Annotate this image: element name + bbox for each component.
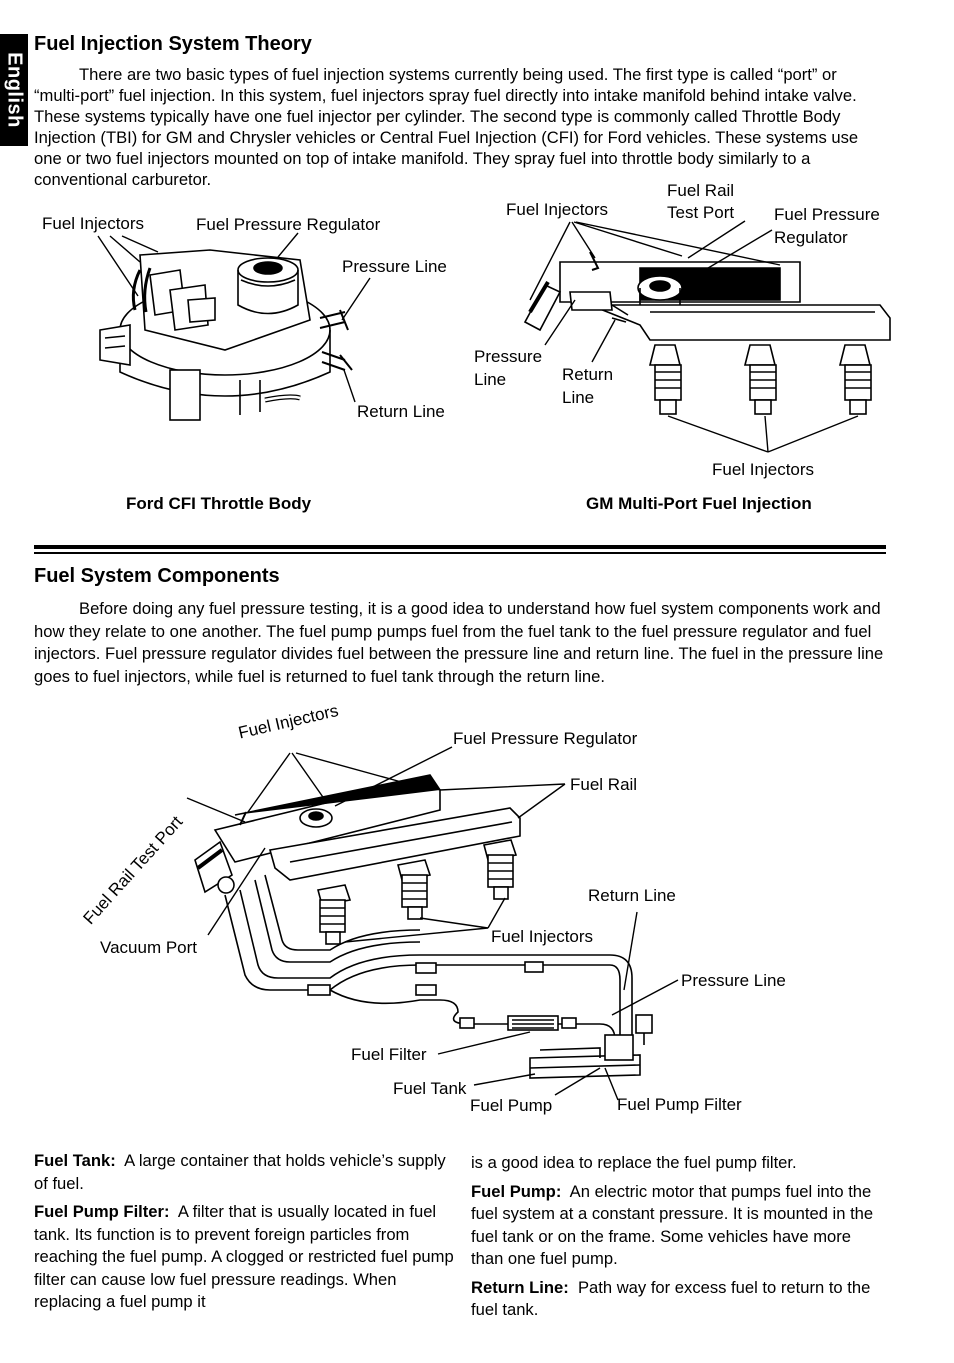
ford-label-fuel-injectors: Fuel Injectors [42, 214, 145, 233]
definitions-right-column: is a good idea to replace the fuel pump … [471, 1152, 881, 1328]
sys-label-fuel-pump: Fuel Pump [470, 1096, 553, 1115]
sys-label-fuel-filter: Fuel Filter [351, 1045, 427, 1064]
def-return-line-text: Path way for excess fuel to return to th… [471, 1277, 871, 1320]
gm-multiport-illustration [523, 251, 891, 415]
gm-injector-1 [648, 344, 682, 415]
system-injector-3 [483, 839, 518, 900]
gm-label-regulator-line2: Regulator [774, 228, 848, 247]
ford-caption: Ford CFI Throttle Body [126, 494, 312, 513]
ford-label-return-line: Return Line [357, 402, 445, 421]
definitions-left-column: Fuel Tank: A large container that holds … [34, 1150, 454, 1320]
ford-label-regulator: Fuel Pressure Regulator [196, 215, 381, 234]
gm-label-return-line1: Return [562, 365, 614, 384]
def-fuel-tank: Fuel Tank: A large container that holds … [34, 1150, 454, 1195]
fuel-system-illustration [194, 774, 653, 1079]
def-return-line-term: Return Line: [471, 1277, 569, 1297]
gm-label-pressure-line2: Line [474, 370, 507, 389]
def-pump-filter: Fuel Pump Filter: A filter that is usual… [34, 1201, 454, 1314]
def-pump-filter-term: Fuel Pump Filter: [34, 1202, 170, 1221]
sys-label-fuel-rail: Fuel Rail [570, 775, 638, 794]
gm-label-test-port-line1: Fuel Rail [667, 181, 735, 200]
ford-label-pressure-line: Pressure Line [342, 257, 447, 276]
sys-label-fuel-pump-filter: Fuel Pump Filter [617, 1095, 742, 1114]
section-title-components: Fuel System Components [34, 565, 280, 587]
section-title-theory: Fuel Injection System Theory [34, 33, 312, 55]
sys-label-fuel-injectors-bottom: Fuel Injectors [491, 927, 594, 946]
gm-label-return-line2: Line [562, 388, 595, 407]
def-pump-filter-text: A filter that is usually located in fuel… [34, 1202, 454, 1311]
sys-label-return-line: Return Line [588, 886, 676, 905]
gm-injector-2 [743, 344, 777, 415]
sys-label-pressure-line: Pressure Line [681, 971, 786, 990]
gm-label-fuel-injectors-bottom: Fuel Injectors [712, 460, 815, 479]
gm-label-test-port-line2: Test Port [667, 203, 735, 222]
gm-caption: GM Multi-Port Fuel Injection [586, 494, 812, 513]
def-fuel-pump-text: An electric motor that pumps fuel into t… [471, 1181, 874, 1269]
sys-label-regulator: Fuel Pressure Regulator [453, 729, 638, 748]
gm-label-fuel-injectors-top: Fuel Injectors [506, 200, 609, 219]
components-paragraph: Before doing any fuel pressure testing, … [34, 599, 884, 686]
system-injector-2 [397, 859, 432, 920]
section-divider-thick [34, 545, 886, 549]
def-fuel-tank-term: Fuel Tank: [34, 1151, 116, 1170]
section-divider-thin [34, 552, 886, 554]
def-fuel-pump-term: Fuel Pump: [471, 1181, 562, 1201]
sys-label-fuel-tank: Fuel Tank [393, 1079, 467, 1098]
gm-label-pressure-line1: Pressure [474, 347, 543, 366]
def-fuel-tank-text: A large container that holds vehicle’s s… [34, 1151, 446, 1193]
theory-paragraph: There are two basic types of fuel inject… [34, 65, 859, 189]
sys-label-vacuum-port: Vacuum Port [100, 938, 198, 957]
ford-cfi-throttle-body-illustration [99, 249, 353, 421]
gm-label-regulator-line1: Fuel Pressure [774, 205, 880, 224]
gm-injector-3 [838, 344, 872, 415]
language-tab: English [0, 34, 28, 146]
def-return-line: Return Line: Path way for excess fuel to… [471, 1277, 881, 1322]
def-pump-filter-continued: is a good idea to replace the fuel pump … [471, 1153, 797, 1172]
def-fuel-pump: Fuel Pump: An electric motor that pumps … [471, 1181, 881, 1271]
system-injector-1 [317, 884, 352, 945]
